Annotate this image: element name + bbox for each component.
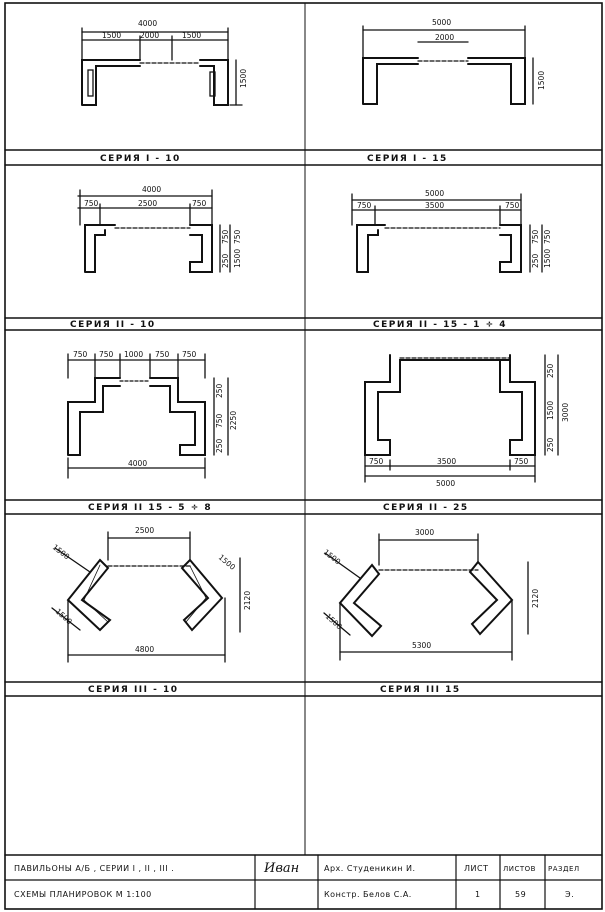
label-series-i-10: СЕРИЯ I - 10 — [100, 154, 181, 164]
label-series-ii-15-1-4: СЕРИЯ II - 15 - 1 ÷ 4 — [373, 320, 507, 330]
svg-text:750: 750 — [84, 199, 99, 208]
svg-text:250: 250 — [215, 438, 224, 453]
svg-text:750: 750 — [357, 201, 372, 210]
svg-text:750: 750 — [543, 229, 552, 244]
svg-text:4800: 4800 — [135, 645, 154, 654]
svg-text:2500: 2500 — [138, 199, 157, 208]
label-series-ii-10: СЕРИЯ II - 10 — [70, 320, 156, 330]
svg-text:250: 250 — [215, 383, 224, 398]
title-block-architect: Арх. Студеникин И. — [324, 864, 416, 873]
svg-text:1500: 1500 — [543, 249, 552, 268]
plan-series-iii-10 — [51, 531, 241, 663]
title-block-section-label: РАЗДЕЛ — [548, 865, 580, 873]
plan-series-i-10 — [81, 27, 243, 106]
svg-text:750: 750 — [155, 350, 170, 359]
plan-series-ii-25 — [364, 354, 559, 483]
svg-text:5300: 5300 — [412, 641, 431, 650]
svg-text:1500: 1500 — [51, 542, 72, 561]
plan-series-ii-10 — [77, 189, 231, 273]
svg-text:1500: 1500 — [239, 69, 248, 88]
svg-text:2120: 2120 — [531, 589, 540, 608]
svg-text:750: 750 — [233, 229, 242, 244]
dimensions-series-iii-15: 3000 1500 1500 2120 5300 — [322, 528, 540, 650]
svg-text:750: 750 — [73, 350, 88, 359]
label-series-iii-15: СЕРИЯ III 15 — [380, 685, 461, 695]
svg-text:1500: 1500 — [233, 249, 242, 268]
svg-text:3500: 3500 — [437, 457, 456, 466]
plan-series-iii-15 — [323, 533, 529, 661]
svg-text:1500: 1500 — [546, 401, 555, 420]
svg-text:3500: 3500 — [425, 201, 444, 210]
svg-text:1500: 1500 — [217, 553, 238, 572]
title-block-sheets-label: ЛИСТОВ — [503, 865, 536, 873]
svg-text:750: 750 — [505, 201, 520, 210]
dimensions-series-ii-10: 4000 750 2500 750 750 750 250 1500 — [84, 185, 242, 268]
svg-text:750: 750 — [221, 229, 230, 244]
plan-series-ii-15-5-8 — [67, 353, 229, 479]
title-block-sheet-label: ЛИСТ — [464, 864, 488, 873]
title-block-drawing-name: СХЕМЫ ПЛАНИРОВОК М 1:100 — [14, 890, 152, 899]
svg-text:2120: 2120 — [243, 591, 252, 610]
dimensions-series-ii-25: 250 1500 250 3000 750 3500 750 5000 — [369, 363, 570, 488]
svg-text:750: 750 — [514, 457, 529, 466]
sheet-frame — [4, 2, 603, 910]
svg-text:750: 750 — [182, 350, 197, 359]
svg-text:250: 250 — [531, 253, 540, 268]
plan-series-ii-15-1-4 — [351, 193, 543, 273]
svg-text:3000: 3000 — [415, 528, 434, 537]
label-series-iii-10: СЕРИЯ III - 10 — [88, 685, 179, 695]
svg-text:2250: 2250 — [229, 411, 238, 430]
dimensions-series-iii-10: 2500 1500 1500 1500 2120 4800 — [51, 526, 252, 654]
svg-text:750: 750 — [215, 413, 224, 428]
svg-text:5000: 5000 — [425, 189, 444, 198]
svg-text:1500: 1500 — [182, 31, 201, 40]
svg-text:1500: 1500 — [102, 31, 121, 40]
dimensions-series-ii-15-5-8: 750 750 1000 750 750 250 750 250 2250 40… — [73, 350, 238, 468]
svg-text:5000: 5000 — [436, 479, 455, 488]
svg-text:750: 750 — [192, 199, 207, 208]
title-block-sheet-number: 1 — [475, 890, 481, 899]
svg-text:4000: 4000 — [142, 185, 161, 194]
title-block-signature: Иван — [263, 861, 299, 876]
svg-text:1500: 1500 — [324, 612, 344, 632]
svg-text:750: 750 — [99, 350, 114, 359]
dimensions-series-i-10: 4000 1500 2000 1500 1500 — [102, 19, 248, 88]
label-series-ii-15-5-8: СЕРИЯ II 15 - 5 ÷ 8 — [88, 503, 212, 513]
grid-h-dividers — [4, 149, 603, 697]
svg-text:3000: 3000 — [561, 403, 570, 422]
svg-text:2000: 2000 — [140, 31, 159, 40]
svg-text:1500: 1500 — [537, 71, 546, 90]
svg-text:250: 250 — [546, 437, 555, 452]
label-series-i-15: СЕРИЯ I - 15 — [367, 154, 448, 164]
svg-text:2000: 2000 — [435, 33, 454, 42]
svg-text:4000: 4000 — [128, 459, 147, 468]
svg-text:750: 750 — [531, 229, 540, 244]
svg-text:5000: 5000 — [432, 18, 451, 27]
svg-text:250: 250 — [221, 253, 230, 268]
title-block-section: Э. — [565, 890, 574, 899]
plan-series-i-15 — [362, 25, 534, 105]
label-series-ii-25: СЕРИЯ II - 25 — [383, 503, 469, 513]
svg-text:750: 750 — [369, 457, 384, 466]
title-block-constructor: Констр. Белов С.А. — [324, 890, 412, 899]
svg-text:2500: 2500 — [135, 526, 154, 535]
title-block-project: ПАВИЛЬОНЫ А/Б , СЕРИИ I , II , III . — [14, 864, 174, 873]
svg-text:1000: 1000 — [124, 350, 143, 359]
dimensions-series-i-15: 5000 2000 1500 — [432, 18, 546, 90]
title-block-sheets-count: 59 — [515, 890, 526, 899]
svg-text:250: 250 — [546, 363, 555, 378]
svg-text:4000: 4000 — [138, 19, 157, 28]
title-block-grid — [4, 854, 603, 910]
dimensions-series-ii-15-1-4: 5000 750 3500 750 750 750 250 1500 — [357, 189, 552, 268]
